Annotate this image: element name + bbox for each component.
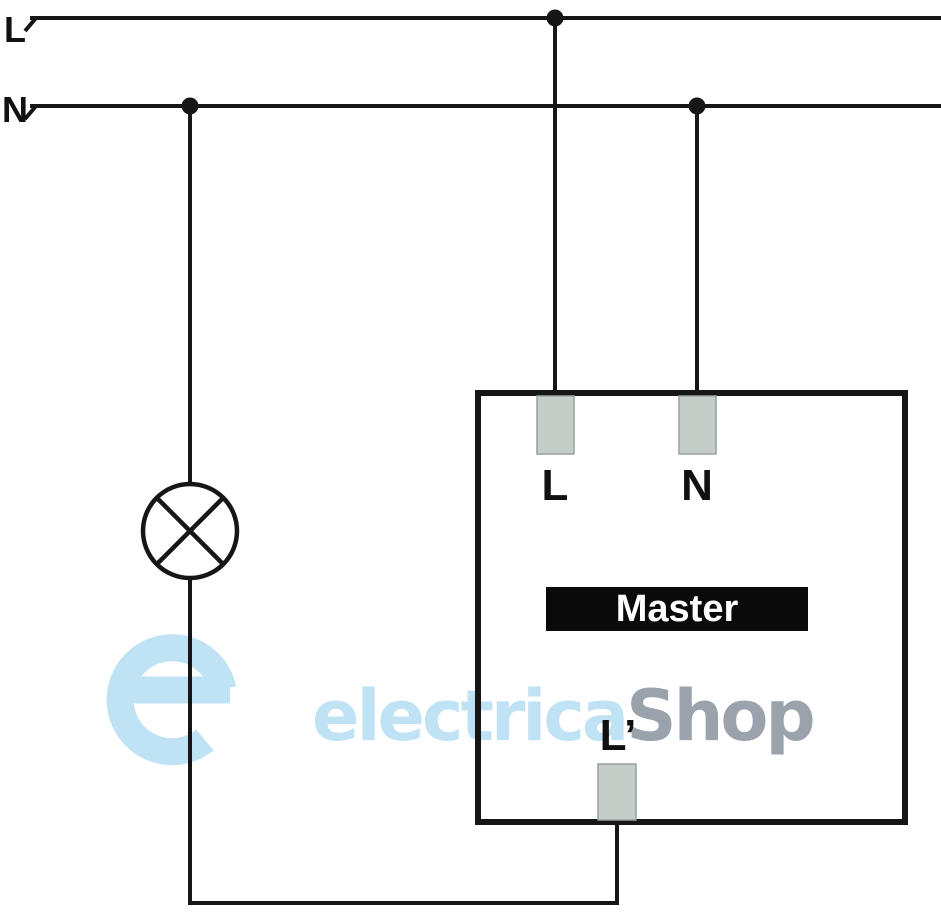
terminal-l <box>536 395 575 455</box>
brand-logo-arc <box>106 634 237 766</box>
terminal-l-out-label: L’ <box>600 711 637 760</box>
junction-dot-n-device <box>688 97 706 115</box>
junction-dot-l <box>546 9 564 27</box>
lamp-cross-icon <box>155 496 225 566</box>
wire-lamp-to-switched-l <box>188 577 619 905</box>
terminal-n-label: N <box>681 461 713 510</box>
supply-n-end-tick <box>23 104 38 121</box>
device-name-label: Master <box>616 588 739 630</box>
device-outline <box>475 390 908 825</box>
supply-l-label: L <box>4 9 26 50</box>
device-name-plate: Master <box>546 587 808 631</box>
terminal-l-out <box>597 763 637 821</box>
device-name-plate-bg <box>546 587 808 631</box>
supply-n-label: N <box>2 89 28 130</box>
watermark: electricaShop <box>106 634 816 766</box>
watermark-text: electricaShop <box>312 675 813 757</box>
terminal-n <box>678 395 717 455</box>
watermark-brand-primary: electrica <box>312 675 626 757</box>
supply-l-end-tick <box>23 16 38 33</box>
wiring <box>23 16 941 905</box>
watermark-brand-secondary: Shop <box>626 675 812 757</box>
lamp-symbol <box>140 481 240 581</box>
brand-logo-icon <box>106 634 237 766</box>
terminal-l-label: L <box>542 461 569 510</box>
junction-dot-n-lamp <box>181 97 199 115</box>
